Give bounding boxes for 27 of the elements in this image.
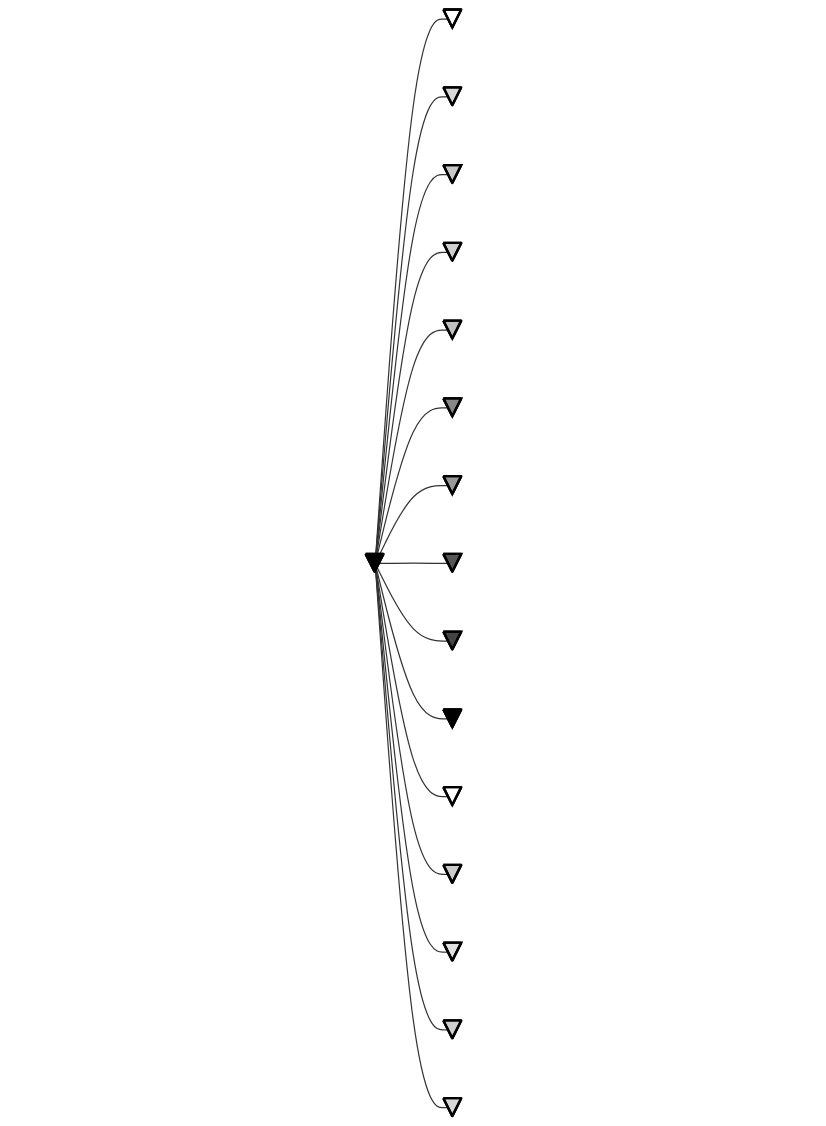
triangle-node [441, 164, 463, 185]
connector [375, 569, 449, 798]
connector [375, 251, 449, 556]
triangle-node [441, 708, 463, 729]
connector [378, 485, 449, 556]
connector [375, 570, 449, 876]
triangle-node [441, 1097, 463, 1118]
triangle-node [441, 786, 463, 807]
connector [376, 407, 449, 556]
triangle-node [441, 941, 463, 962]
triangle-node [441, 86, 463, 107]
connector [375, 569, 449, 720]
triangle-node [441, 8, 463, 29]
triangle-node [441, 475, 463, 496]
triangle-node [441, 552, 463, 574]
triangle-node [441, 319, 463, 340]
triangle-node [363, 552, 385, 574]
connector [378, 562, 449, 565]
triangle-node [441, 1019, 463, 1040]
connector [376, 567, 449, 642]
triangle-node [441, 241, 463, 263]
triangle-node [441, 397, 463, 418]
triangle-node [441, 630, 463, 651]
connector [374, 570, 449, 953]
connector [375, 329, 449, 556]
connector [375, 174, 449, 556]
triangle-node [441, 863, 463, 885]
